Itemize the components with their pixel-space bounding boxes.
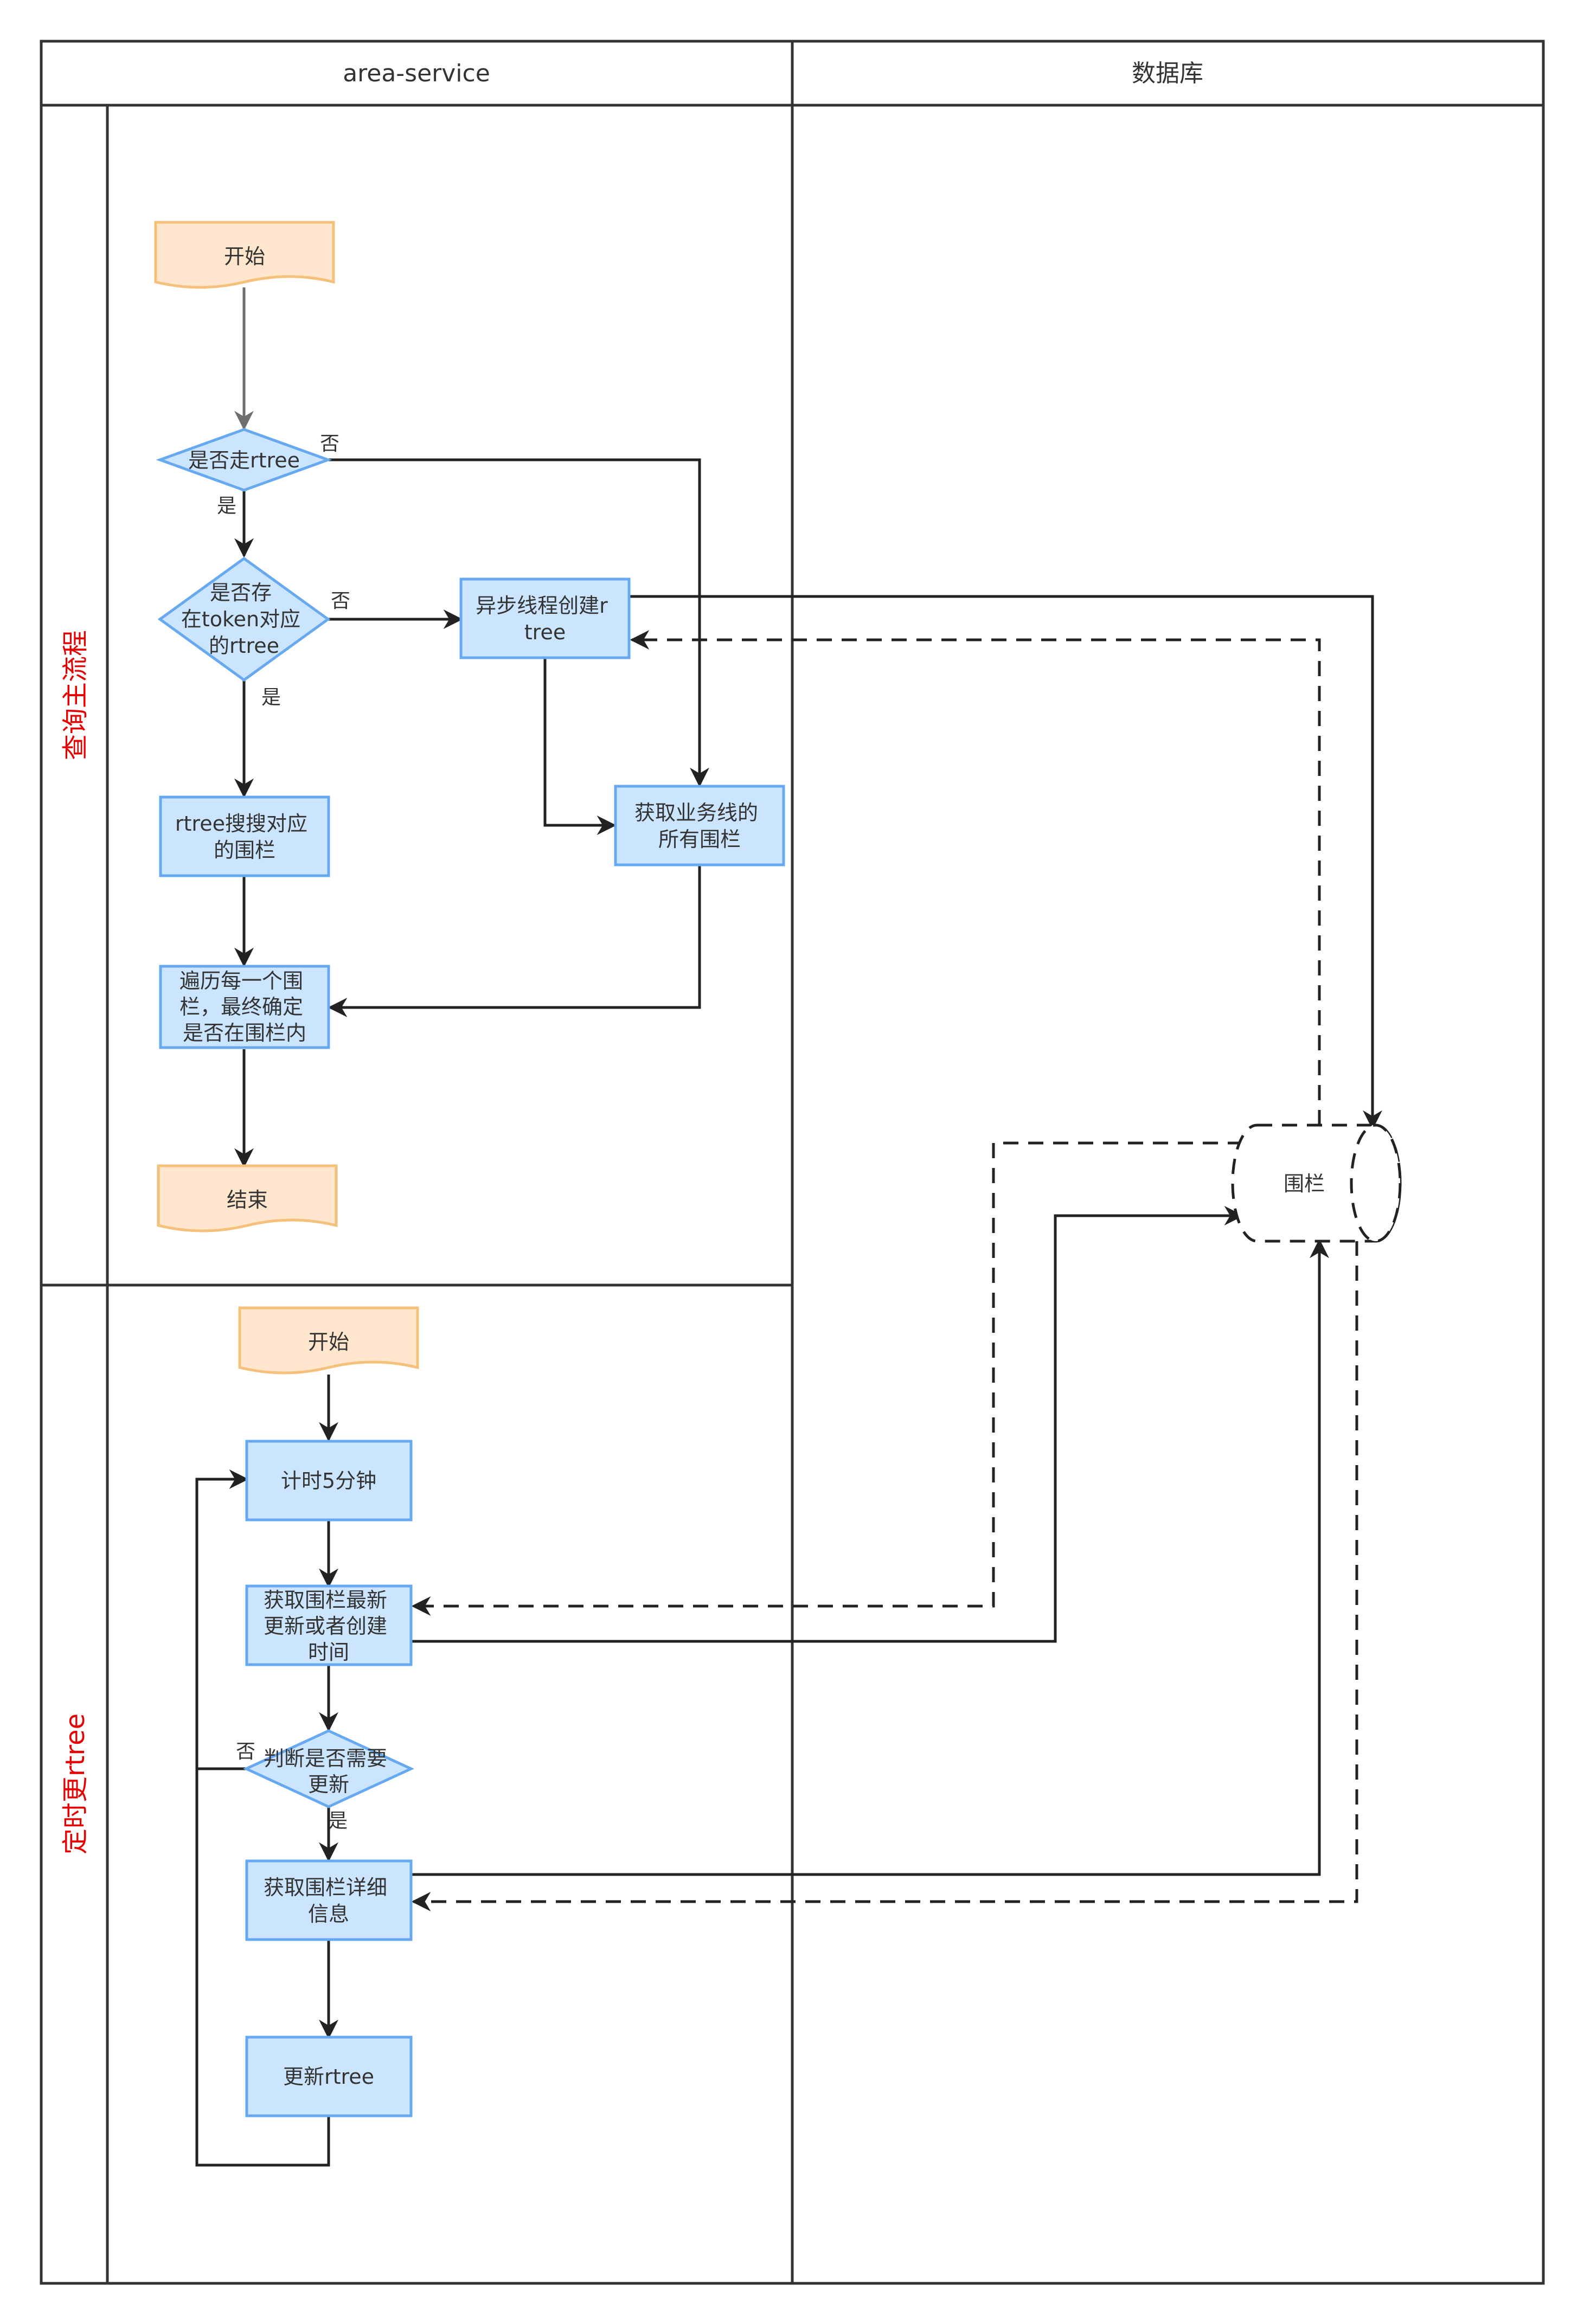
iterate-line-1: 遍历每一个围 xyxy=(179,969,303,993)
async-build-node: 异步线程创建r tree xyxy=(459,577,631,659)
svg-text:更新rtree: 更新rtree xyxy=(283,2065,374,2089)
svg-text:计时5分钟: 计时5分钟 xyxy=(281,1469,376,1493)
edge-async-to-db xyxy=(630,595,1382,1130)
get-all-fences-line-2: 所有围栏 xyxy=(658,827,741,851)
edge-rtree-no xyxy=(328,458,709,787)
lane-label-timer: 定时更rtree xyxy=(60,1713,91,1854)
rtree-search-line-1: rtree搜搜对应 xyxy=(175,812,307,836)
lane-title-database: 数据库 xyxy=(1132,60,1203,87)
iterate-line-2: 栏，最终确定 xyxy=(179,995,303,1019)
edge-db-to-async xyxy=(630,630,1321,1125)
svg-text:遍历每一个围 栏，最终确定 是否在围: 遍历每一个围 栏，最终确定 是否在围栏内 xyxy=(179,969,310,1045)
edge-update-no-loop xyxy=(195,1469,249,1770)
svg-text:获取围栏最新 更新或者创建 时间: 获取围栏最新 更新或者创建 时间 xyxy=(264,1588,394,1664)
svg-text:判断是否需要 更新: 判断是否需要 更新 xyxy=(264,1747,394,1796)
start-node-query: 开始 xyxy=(154,221,335,289)
end-label: 结束 xyxy=(227,1188,268,1212)
label-rtree-yes: 是 xyxy=(217,495,236,517)
get-all-fences-line-1: 获取业务线的 xyxy=(634,801,758,825)
iterate-line-3: 是否在围栏内 xyxy=(183,1021,306,1045)
get-detail-line-2: 信息 xyxy=(308,1902,349,1926)
rtree-search-line-2: 的围栏 xyxy=(214,838,275,862)
token-decision-line-1: 是否存 xyxy=(210,581,272,605)
get-detail-line-1: 获取围栏详细 xyxy=(264,1876,387,1899)
label-token-no: 否 xyxy=(331,590,350,612)
label-rtree-no: 否 xyxy=(320,433,339,455)
get-update-time-line-2: 更新或者创建 xyxy=(264,1614,387,1638)
need-update-decision: 判断是否需要 更新 xyxy=(243,1729,414,1808)
async-build-line-2: tree xyxy=(524,620,566,644)
timer-node: 计时5分钟 xyxy=(245,1440,413,1521)
swimlane-frame xyxy=(40,40,1545,2285)
update-rtree-label: 更新rtree xyxy=(283,2065,374,2089)
update-rtree-node: 更新rtree xyxy=(245,2036,413,2117)
token-decision: 是否存 在token对应 的rtree xyxy=(157,556,331,682)
get-update-time-node: 获取围栏最新 更新或者创建 时间 xyxy=(245,1584,413,1666)
async-build-line-1: 异步线程创建r xyxy=(476,594,608,618)
start-node-timer: 开始 xyxy=(238,1306,419,1375)
edge-get-detail-to-db xyxy=(411,1238,1329,1876)
edge-get-all-to-iterate xyxy=(328,865,701,1017)
get-all-fences-node: 获取业务线的 所有围栏 xyxy=(614,785,785,866)
fence-database-node xyxy=(1231,1124,1402,1243)
edges xyxy=(195,287,1382,2167)
token-decision-line-2: 在token对应 xyxy=(181,607,300,631)
label-token-yes: 是 xyxy=(261,686,281,709)
edge-async-to-get-all xyxy=(543,659,617,835)
get-update-time-line-3: 时间 xyxy=(308,1640,349,1664)
lane-label-query: 查询主流程 xyxy=(60,630,91,760)
rtree-decision: 是否走rtree xyxy=(156,428,332,492)
timer-label: 计时5分钟 xyxy=(281,1469,376,1493)
token-decision-line-3: 的rtree xyxy=(209,634,279,658)
get-update-time-line-1: 获取围栏最新 xyxy=(264,1588,387,1612)
edge-get-time-to-db xyxy=(411,1206,1244,1643)
start-label: 开始 xyxy=(224,245,265,268)
edge-update-loop-back xyxy=(195,1479,330,2167)
start2-label: 开始 xyxy=(308,1330,349,1354)
svg-text:是否走rtree: 是否走rtree xyxy=(188,448,300,472)
label-update-no: 否 xyxy=(236,1741,255,1763)
edge-db-to-get-time xyxy=(411,1141,1243,1616)
svg-text:获取围栏详细 信息: 获取围栏详细 信息 xyxy=(264,1876,394,1926)
need-update-line-1: 判断是否需要 xyxy=(264,1747,387,1770)
get-detail-node: 获取围栏详细 信息 xyxy=(245,1859,413,1941)
svg-text:获取业务线的 所有围栏: 获取业务线的 所有围栏 xyxy=(634,801,765,851)
rtree-decision-label: 是否走rtree xyxy=(188,448,300,472)
svg-text:是否存 在token对应 的rtre: 是否存 在token对应 的rtree xyxy=(181,581,307,658)
svg-text:rtree搜搜对应 的围栏: rtree搜搜对应 的围栏 xyxy=(175,812,314,862)
svg-text:异步线程创建r tree: 异步线程创建r tree xyxy=(476,594,614,644)
label-update-yes: 是 xyxy=(328,1810,348,1832)
fence-database-label: 围栏 xyxy=(1284,1172,1325,1196)
edge-db-to-get-detail xyxy=(411,1241,1358,1911)
rtree-search-node: rtree搜搜对应 的围栏 xyxy=(159,795,330,877)
end-node-query: 结束 xyxy=(157,1164,338,1232)
lane-title-service: area-service xyxy=(343,60,490,87)
need-update-line-2: 更新 xyxy=(308,1773,349,1796)
iterate-node: 遍历每一个围 栏，最终确定 是否在围栏内 xyxy=(159,965,330,1049)
